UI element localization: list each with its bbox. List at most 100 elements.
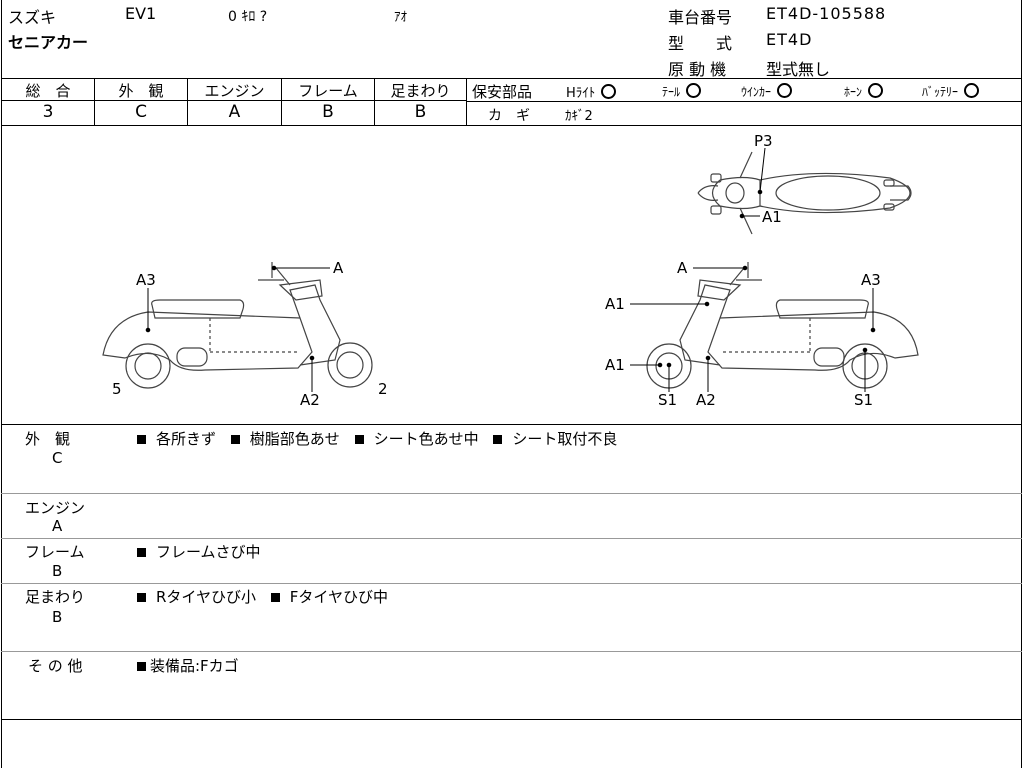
- frame-left-border: [1, 0, 2, 768]
- note-suspension-items: Rタイヤひび小 Fタイヤひび中: [137, 586, 388, 607]
- horn-ok-icon: [868, 83, 884, 98]
- diagram-label-right-a2: A2: [696, 391, 716, 409]
- note-suspension-grade: B: [52, 608, 63, 626]
- note-item: 装備品:Fカゴ: [150, 657, 239, 675]
- diagram-label-right-a: A: [677, 259, 688, 277]
- diagram-label-top-a1: A1: [762, 208, 782, 226]
- frame-grade: B: [322, 102, 334, 122]
- note-other-label: そ の 他: [28, 657, 83, 675]
- note-item: 各所きず: [156, 430, 217, 448]
- battery-ok-icon: [964, 83, 980, 98]
- key-label: カ ギ: [488, 108, 530, 124]
- headlight-ok-icon: [601, 84, 617, 99]
- frame-right-border: [1021, 0, 1022, 768]
- maker-name: スズキ: [8, 8, 57, 27]
- bullet-icon: [270, 593, 280, 602]
- diagram-label-left-a: A: [333, 259, 344, 277]
- note-exterior-label: 外 観: [25, 430, 71, 448]
- exterior-label: 外 観: [118, 82, 164, 100]
- bullet-icon: [137, 435, 146, 444]
- winker-ok-icon: [777, 83, 793, 98]
- bullet-icon: [230, 435, 240, 444]
- model-name: セニアカー: [8, 33, 89, 52]
- diagram-label-right-a3: A3: [861, 271, 881, 289]
- bullet-icon: [137, 662, 146, 671]
- tail-label: ﾃｰﾙ: [662, 85, 681, 99]
- grade-divider: [281, 78, 282, 126]
- horn-label: ﾎｰﾝ: [844, 85, 863, 99]
- note-frame-label: フレーム: [25, 543, 85, 561]
- top-view-scooter: [697, 151, 912, 235]
- safety-battery: ﾊﾞｯﾃﾘｰ: [922, 83, 980, 100]
- notes-bottom-border: [1, 719, 1022, 720]
- diagram-label-left-2: 2: [378, 380, 388, 398]
- notes-divider: [1, 651, 1022, 652]
- safety-label: 保安部品: [472, 83, 533, 101]
- safety-horn: ﾎｰﾝ: [844, 83, 884, 100]
- total-grade: 3: [42, 102, 54, 122]
- engine-value: 型式無し: [766, 60, 831, 79]
- note-item: シート色あせ中: [373, 430, 479, 448]
- diagram-label-right-a1-lower: A1: [605, 356, 625, 374]
- diagram-label-left-a3: A3: [136, 271, 156, 289]
- left-side-scooter: [102, 262, 373, 389]
- engine-label: 原 動 機: [668, 60, 727, 79]
- suspension-label: 足まわり: [390, 82, 451, 100]
- type-value: ET4D: [766, 30, 813, 49]
- diagram-label-p3: P3: [754, 132, 773, 150]
- frame-label: フレーム: [298, 82, 358, 100]
- winker-label: ｳｲﾝｶｰ: [741, 85, 772, 99]
- note-exterior-grade: C: [52, 449, 63, 467]
- diagram-label-left-a2: A2: [300, 391, 320, 409]
- note-item: Fタイヤひび中: [289, 588, 388, 606]
- chassis-value: ET4D-105588: [766, 4, 887, 23]
- headlight-label: Hﾗｲﾄ: [566, 86, 596, 101]
- suspension-grade: B: [414, 102, 427, 122]
- tail-ok-icon: [686, 83, 702, 98]
- engine-grade: A: [228, 102, 241, 122]
- grade-top-border: [1, 78, 1022, 79]
- bullet-icon: [137, 593, 146, 602]
- grade-mid-border: [1, 100, 467, 101]
- grade-divider: [187, 78, 188, 126]
- mileage: 0 ｷﾛ ?: [228, 9, 268, 25]
- note-item: フレームさび中: [156, 543, 261, 561]
- note-frame-grade: B: [52, 562, 63, 580]
- exterior-grade: C: [135, 102, 147, 122]
- key-value: ｶｷﾞ2: [565, 109, 593, 124]
- chassis-label: 車台番号: [668, 8, 733, 27]
- model-code: EV1: [125, 4, 157, 23]
- bullet-icon: [354, 435, 364, 444]
- grade-divider: [374, 78, 375, 126]
- grade-divider: [466, 78, 467, 126]
- diagram-label-right-s1-right: S1: [854, 391, 873, 409]
- note-frame-items: フレームさび中: [137, 541, 261, 562]
- safety-winker: ｳｲﾝｶｰ: [741, 83, 793, 100]
- safety-headlight: Hﾗｲﾄ: [566, 82, 617, 101]
- notes-divider: [1, 493, 1022, 494]
- grade-divider: [94, 78, 95, 126]
- damage-diagram: P3 A1 A A3 A2 5 2 A A3 A1 A1 S1 A2 S1: [102, 132, 919, 409]
- diagram-label-left-5: 5: [112, 380, 122, 398]
- engine-grade-label: エンジン: [204, 82, 265, 100]
- note-engine-label: エンジン: [25, 499, 86, 517]
- notes-top-border: [1, 424, 1022, 425]
- notes-divider: [1, 538, 1022, 539]
- note-engine-grade: A: [52, 517, 63, 535]
- note-item: シート取付不良: [512, 430, 618, 448]
- note-suspension-label: 足まわり: [25, 588, 86, 606]
- total-label: 総 合: [25, 82, 71, 100]
- type-label: 型 式: [668, 34, 733, 53]
- note-exterior-items: 各所きず 樹脂部色あせ シート色あせ中 シート取付不良: [137, 428, 617, 449]
- note-other-items: 装備品:Fカゴ: [137, 655, 239, 676]
- bullet-icon: [493, 435, 503, 444]
- note-item: 樹脂部色あせ: [249, 430, 340, 448]
- diagram-label-right-s1-left: S1: [658, 391, 677, 409]
- safety-tail: ﾃｰﾙ: [662, 83, 702, 100]
- leader-p3: [759, 147, 766, 193]
- notes-divider: [1, 583, 1022, 584]
- bullet-icon: [137, 548, 146, 557]
- safety-mid-border: [467, 101, 1022, 102]
- color: ｱｵ: [394, 10, 407, 25]
- grade-bottom-border: [1, 125, 1022, 126]
